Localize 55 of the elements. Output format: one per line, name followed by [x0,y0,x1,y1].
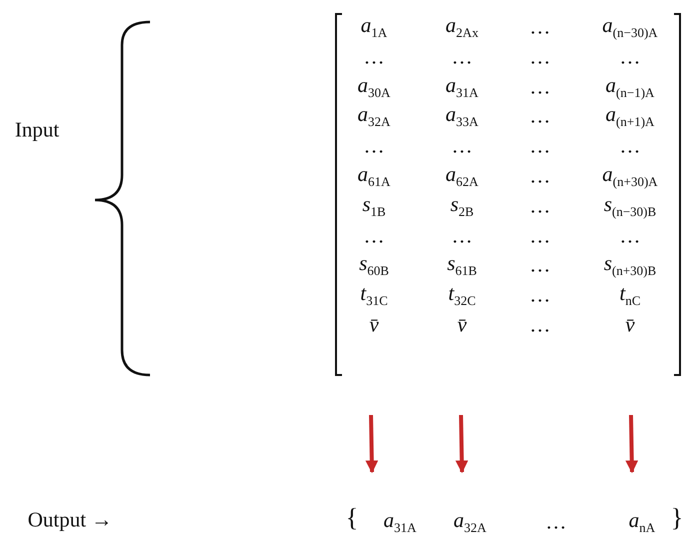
output-entry: a$_{nA}$ [628,508,656,536]
matrix-entry: s$_{(n−30)B}$ [604,192,656,220]
matrix-entry: … [530,74,550,100]
matrix-entry: v̄ [625,312,635,338]
input-label: Input [14,118,60,142]
matrix-entry: v̄ [457,312,467,338]
matrix-entry: a$_{1A}$ [360,12,388,42]
output-label: Output → [28,508,112,532]
matrix-entry: t$_{32C}$ [448,281,476,310]
matrix-entry: … [620,44,640,70]
matrix-entry: … [452,44,472,70]
matrix-entry: … [530,312,550,338]
matrix-entry: t$_{nC}$ [620,281,640,310]
matrix-entry: s$_{61B}$ [447,251,477,280]
matrix-entry: a$_{33A}$ [446,102,478,130]
ellipsis: … [546,510,566,534]
matrix-entry: … [530,193,550,218]
matrix-entry: … [530,134,550,159]
matrix-entry: … [530,282,550,308]
matrix-entry: a$_{2Ax}$ [446,12,478,42]
matrix-entry: a$_{(n−30)A}$ [602,12,658,42]
matrix-entry: … [530,164,550,188]
output-entry: a$_{32A}$ [454,508,486,536]
matrix-entry: … [530,223,550,248]
matrix-entry: a$_{32A}$ [358,102,390,130]
matrix-entry: … [364,134,384,159]
matrix-entry: a$_{(n−1)A}$ [606,72,654,101]
matrix-entry: a$_{(n+1)A}$ [606,102,654,130]
matrix-entry: a$_{30A}$ [358,72,390,101]
matrix-entry: … [452,223,472,248]
matrix-entry: v̄ [369,312,379,338]
matrix-entry: a$_{61A}$ [358,162,390,190]
matrix-entry: … [530,104,550,129]
matrix-entry: a$_{31A}$ [446,72,478,101]
matrix-entry: a$_{(n+30)A}$ [602,162,658,190]
matrix-entry: s$_{2B}$ [450,192,474,220]
matrix-entry: s$_{60B}$ [359,251,389,280]
arrow [625,414,638,474]
matrix-entry: … [530,44,550,70]
brace: } [670,503,684,533]
brace: { [346,503,358,533]
matrix-entry: s$_{1B}$ [362,192,386,220]
arrow [365,414,378,474]
matrix-entry: … [620,134,640,159]
matrix-entry: … [530,252,550,278]
matrix-entry: s$_{(n+30)B}$ [604,251,656,280]
matrix-entry: … [364,223,384,248]
matrix-entry: … [452,134,472,159]
matrix-entry: t$_{31C}$ [360,281,388,310]
matrix-entry: … [530,14,550,40]
matrix-entry: a$_{62A}$ [446,162,478,190]
arrow [455,414,468,474]
matrix-entry: … [364,44,384,70]
matrix-entry: … [620,223,640,248]
output-entry: a$_{31A}$ [384,508,416,536]
